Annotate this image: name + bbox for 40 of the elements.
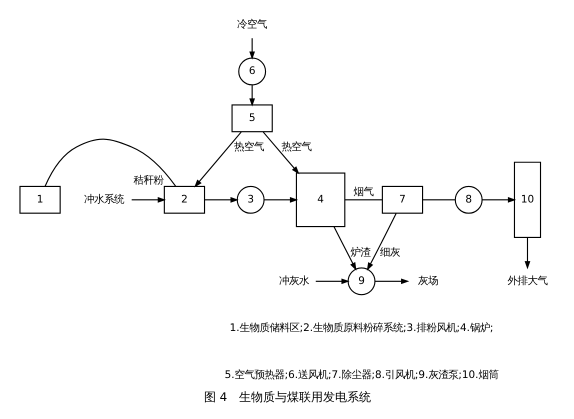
edge-label: 烟气 <box>353 186 374 198</box>
label: 1.生物质储料区;2.生物质原料粉碎系统;3.排粉风机;4.锅炉; <box>229 322 493 334</box>
arrow <box>248 85 255 107</box>
caption: 图 4 生物质与煤联用发电系统 <box>203 390 371 404</box>
node-box: 10 <box>513 162 541 238</box>
node-text: 冷空气 <box>236 18 267 30</box>
node-circle: 3 <box>236 186 264 214</box>
node-circle: 6 <box>238 58 266 86</box>
arrow <box>248 38 255 60</box>
edge-label: 细灰 <box>380 246 400 258</box>
arrow <box>374 278 409 284</box>
arrow <box>194 132 242 188</box>
arrow <box>262 132 299 174</box>
node-box: 5 <box>231 104 272 132</box>
edge-label: 热空气 <box>280 140 311 153</box>
node-text: 冲灰水 <box>278 275 308 288</box>
connector <box>344 199 382 200</box>
node-box: 1 <box>18 186 60 214</box>
arrow <box>366 213 396 271</box>
node-text: 灰场 <box>417 275 438 288</box>
arrow <box>264 196 298 203</box>
connector <box>422 199 455 200</box>
arrow <box>131 196 166 203</box>
node-text: 冲水系统 <box>84 194 124 206</box>
arrow <box>482 196 516 203</box>
edge-label: 炉渣 <box>350 246 370 258</box>
arrow <box>524 238 530 270</box>
edge-label: 热空气 <box>233 140 264 153</box>
node-box: 7 <box>381 186 423 214</box>
connector <box>44 138 176 187</box>
label: 5.空气预热器;6.送风机;7.除尘器;8.引风机;9.灰渣泵;10.烟筒 <box>224 368 498 381</box>
arrow <box>315 278 350 284</box>
node-text: 外排大气 <box>506 275 547 288</box>
node-circle: 8 <box>454 186 482 214</box>
node-box: 4 <box>295 172 345 228</box>
node-circle: 9 <box>347 267 375 296</box>
node-box: 2 <box>163 186 205 214</box>
arrow <box>204 196 238 203</box>
arrow <box>333 226 356 271</box>
node-label: 秸秆粉 <box>132 174 163 187</box>
